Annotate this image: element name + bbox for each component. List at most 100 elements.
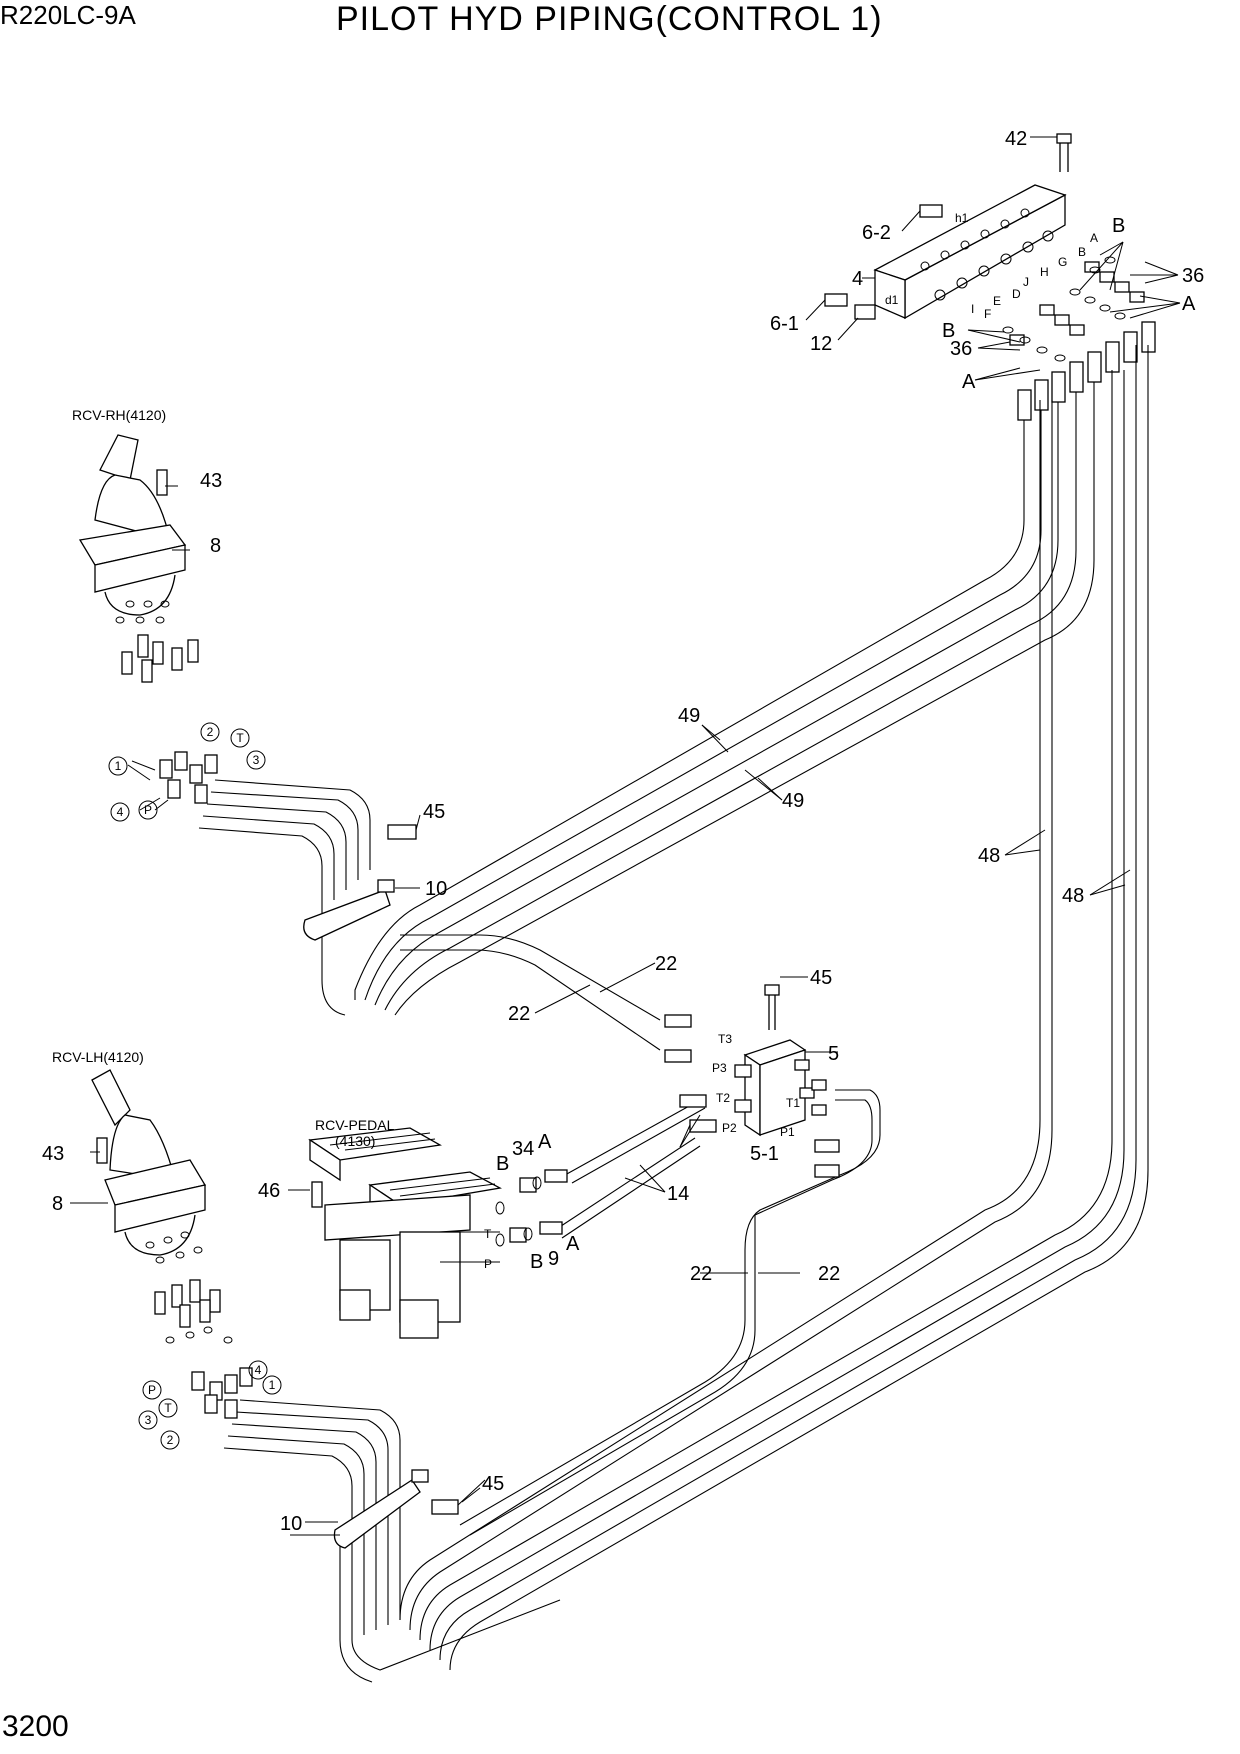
port-P1: P1 xyxy=(780,1125,795,1139)
rcv-lh-label: RCV-LH(4120) xyxy=(52,1049,144,1065)
callout-10-b: 10 xyxy=(280,1513,302,1535)
callout-48-b: 48 xyxy=(1062,885,1084,907)
callout-34: 34 xyxy=(512,1138,534,1160)
port-T2: T2 xyxy=(716,1091,730,1105)
pedal-fittings xyxy=(495,1014,717,1247)
fitting-6-1 xyxy=(805,293,848,321)
callout-8-a: 8 xyxy=(210,535,221,557)
port-G: G xyxy=(1058,255,1067,269)
callout-4: 4 xyxy=(852,268,863,290)
callout-42: 42 xyxy=(1005,128,1027,150)
port-labels: h1 d1 A B G H J D E F I T3 P3 T2 P2 T1 P… xyxy=(484,211,1098,1271)
rcv-pedal xyxy=(308,1127,502,1339)
leader-lines xyxy=(70,485,1131,1523)
lh-port-T: T xyxy=(164,1401,172,1415)
rcv-rh-label: RCV-RH(4120) xyxy=(72,407,166,423)
bolt-42 xyxy=(1030,133,1072,172)
rh-port-P: P xyxy=(144,803,152,817)
callout-22-d: 22 xyxy=(818,1263,840,1285)
rcv-pedal-label: RCV-PEDAL xyxy=(315,1117,395,1133)
callout-B-1: B xyxy=(1112,215,1125,237)
port-h1: h1 xyxy=(955,211,969,225)
rcv-lh-bracket xyxy=(290,1469,486,1549)
hose-bundle-49 xyxy=(354,382,1095,1016)
fitting-6-2 xyxy=(901,204,943,232)
port-F: F xyxy=(984,307,991,321)
callout-A-2: A xyxy=(962,371,976,393)
hose-14 xyxy=(554,1099,706,1239)
callout-43-a: 43 xyxy=(200,470,222,492)
callout-36-b: 36 xyxy=(950,338,972,360)
hose-22-ends xyxy=(814,1139,840,1178)
lh-port-3: 3 xyxy=(145,1413,152,1427)
port-E: E xyxy=(993,294,1001,308)
callout-22-a: 22 xyxy=(655,953,677,975)
port-P2: P2 xyxy=(722,1121,737,1135)
lh-port-4: 4 xyxy=(255,1363,262,1377)
callout-B-3: B xyxy=(496,1153,509,1175)
port-P3: P3 xyxy=(712,1061,727,1075)
port-P: P xyxy=(484,1257,492,1271)
lh-port-P: P xyxy=(148,1383,156,1397)
port-T1: T1 xyxy=(786,1096,800,1110)
port-B: B xyxy=(1078,245,1086,259)
model-number: R220LC-9A xyxy=(0,0,136,30)
circled-port-markers: 1 2 T 3 4 P P 4 1 3 T 2 xyxy=(108,722,282,1450)
valve-block-5 xyxy=(734,984,827,1137)
lh-port-1: 1 xyxy=(269,1378,276,1392)
callout-46: 46 xyxy=(258,1180,280,1202)
manifold-elbow-fittings xyxy=(1002,256,1145,362)
callout-9: 9 xyxy=(548,1248,559,1270)
rh-port-4: 4 xyxy=(117,805,124,819)
callout-45-a: 45 xyxy=(423,801,445,823)
callout-5-1: 5-1 xyxy=(750,1143,779,1165)
rh-port-T: T xyxy=(236,731,244,745)
callout-A-4: A xyxy=(566,1233,580,1255)
callout-B-4: B xyxy=(530,1251,543,1273)
callout-14: 14 xyxy=(667,1183,689,1205)
callout-22-b: 22 xyxy=(508,1003,530,1025)
rh-port-3: 3 xyxy=(253,753,260,767)
manifold-leaders xyxy=(967,241,1181,381)
hose-22-upper xyxy=(400,934,661,1051)
rcv-lh-joystick xyxy=(91,1069,253,1419)
callout-B-2: B xyxy=(942,320,955,342)
rh-port-1: 1 xyxy=(115,759,122,773)
port-H: H xyxy=(1040,265,1049,279)
hose-bundle-48 xyxy=(399,345,1149,1671)
hose-22-lower xyxy=(459,1089,881,1536)
callout-5: 5 xyxy=(828,1043,839,1065)
port-d1: d1 xyxy=(885,293,899,307)
lh-port-2: 2 xyxy=(167,1433,174,1447)
port-J: J xyxy=(1023,275,1029,289)
callout-A-1: A xyxy=(1182,293,1196,315)
callout-48-a: 48 xyxy=(978,845,1000,867)
rcv-rh-joystick xyxy=(78,434,218,804)
callout-49-a: 49 xyxy=(678,705,700,727)
rcv-pedal-code: (4130) xyxy=(335,1133,375,1149)
port-T: T xyxy=(484,1227,492,1241)
port-D: D xyxy=(1012,287,1021,301)
callout-10-a: 10 xyxy=(425,878,447,900)
callout-12: 12 xyxy=(810,333,832,355)
callout-6-1: 6-1 xyxy=(770,313,799,335)
callout-A-3: A xyxy=(538,1131,552,1153)
elbow-12 xyxy=(837,304,876,341)
callout-6-2: 6-2 xyxy=(862,222,891,244)
pilot-manifold-block xyxy=(873,184,1067,320)
callout-36-a: 36 xyxy=(1182,265,1204,287)
rcv-rh-bracket xyxy=(303,814,421,941)
callout-45-b: 45 xyxy=(810,967,832,989)
callout-43-b: 43 xyxy=(42,1143,64,1165)
page-number: 3200 xyxy=(2,1710,69,1743)
hose-bundle-lh xyxy=(223,1399,561,1683)
callout-22-c: 22 xyxy=(690,1263,712,1285)
callout-labels: 42 6-2 4 6-1 12 B 36 A B 36 A 43 8 49 49… xyxy=(42,128,1204,1535)
rh-port-2: 2 xyxy=(207,725,214,739)
port-T3: T3 xyxy=(718,1032,732,1046)
manifold-hose-ends xyxy=(1017,321,1156,421)
callout-8-b: 8 xyxy=(52,1193,63,1215)
page-title: PILOT HYD PIPING(CONTROL 1) xyxy=(336,0,883,38)
port-I: I xyxy=(971,302,974,316)
